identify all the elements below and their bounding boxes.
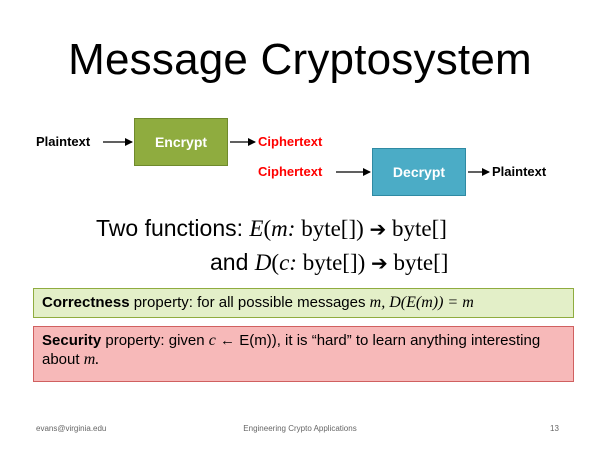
return-type-1: byte[] <box>386 216 447 241</box>
decrypt-input-label: Ciphertext <box>258 164 323 179</box>
encrypt-box: Encrypt <box>134 118 228 166</box>
and-prefix: and <box>210 249 255 275</box>
decrypt-box-label: Decrypt <box>392 164 446 180</box>
correctness-text: property: for all possible messages <box>129 294 370 311</box>
arrow-glyph-2: ➔ <box>371 251 388 275</box>
correctness-formula: , D(E(m)) = m <box>381 294 474 311</box>
functions-prefix: Two functions: <box>96 215 250 241</box>
security-arrow: ← <box>220 332 236 349</box>
encrypt-input-label: Plaintext <box>36 134 91 149</box>
var-m: m: <box>271 216 296 241</box>
encrypt-output-label: Ciphertext <box>258 134 323 149</box>
arrow-glyph-1: ➔ <box>369 217 387 241</box>
correctness-box: Correctness property: for all possible m… <box>33 288 574 318</box>
security-term: Security <box>42 332 102 349</box>
functions-line-2: and D(c: byte[]) ➔ byte[] <box>210 249 449 275</box>
decrypt-box: Decrypt <box>372 148 466 196</box>
encrypt-box-label: Encrypt <box>154 134 208 150</box>
footer-course: Engineering Crypto Applications <box>243 424 357 433</box>
var-c: c: <box>279 250 297 275</box>
param-type-2: byte[] <box>296 250 358 275</box>
security-formula: E(m)), it is “hard” to learn anything in… <box>42 332 541 368</box>
security-var-m: m. <box>83 351 100 368</box>
decrypt-output-label: Plaintext <box>492 164 547 179</box>
footer-email: evans@virginia.edu <box>36 424 107 433</box>
security-text: property: given <box>101 332 209 349</box>
return-type-2: byte[] <box>387 250 449 275</box>
correctness-var-m: m <box>369 294 382 311</box>
fn-e: E <box>249 216 264 241</box>
correctness-term: Correctness <box>42 294 130 311</box>
footer-page-number: 13 <box>550 424 559 433</box>
security-var-c: c <box>208 332 216 349</box>
slide-title: Message Cryptosystem <box>68 35 532 84</box>
functions-line-1: Two functions: E(m: byte[]) ➔ byte[] <box>96 215 447 241</box>
fn-d: D <box>254 250 272 275</box>
param-type-1: byte[] <box>295 216 357 241</box>
security-box: Security property: given c ← E(m)), it i… <box>33 326 574 382</box>
